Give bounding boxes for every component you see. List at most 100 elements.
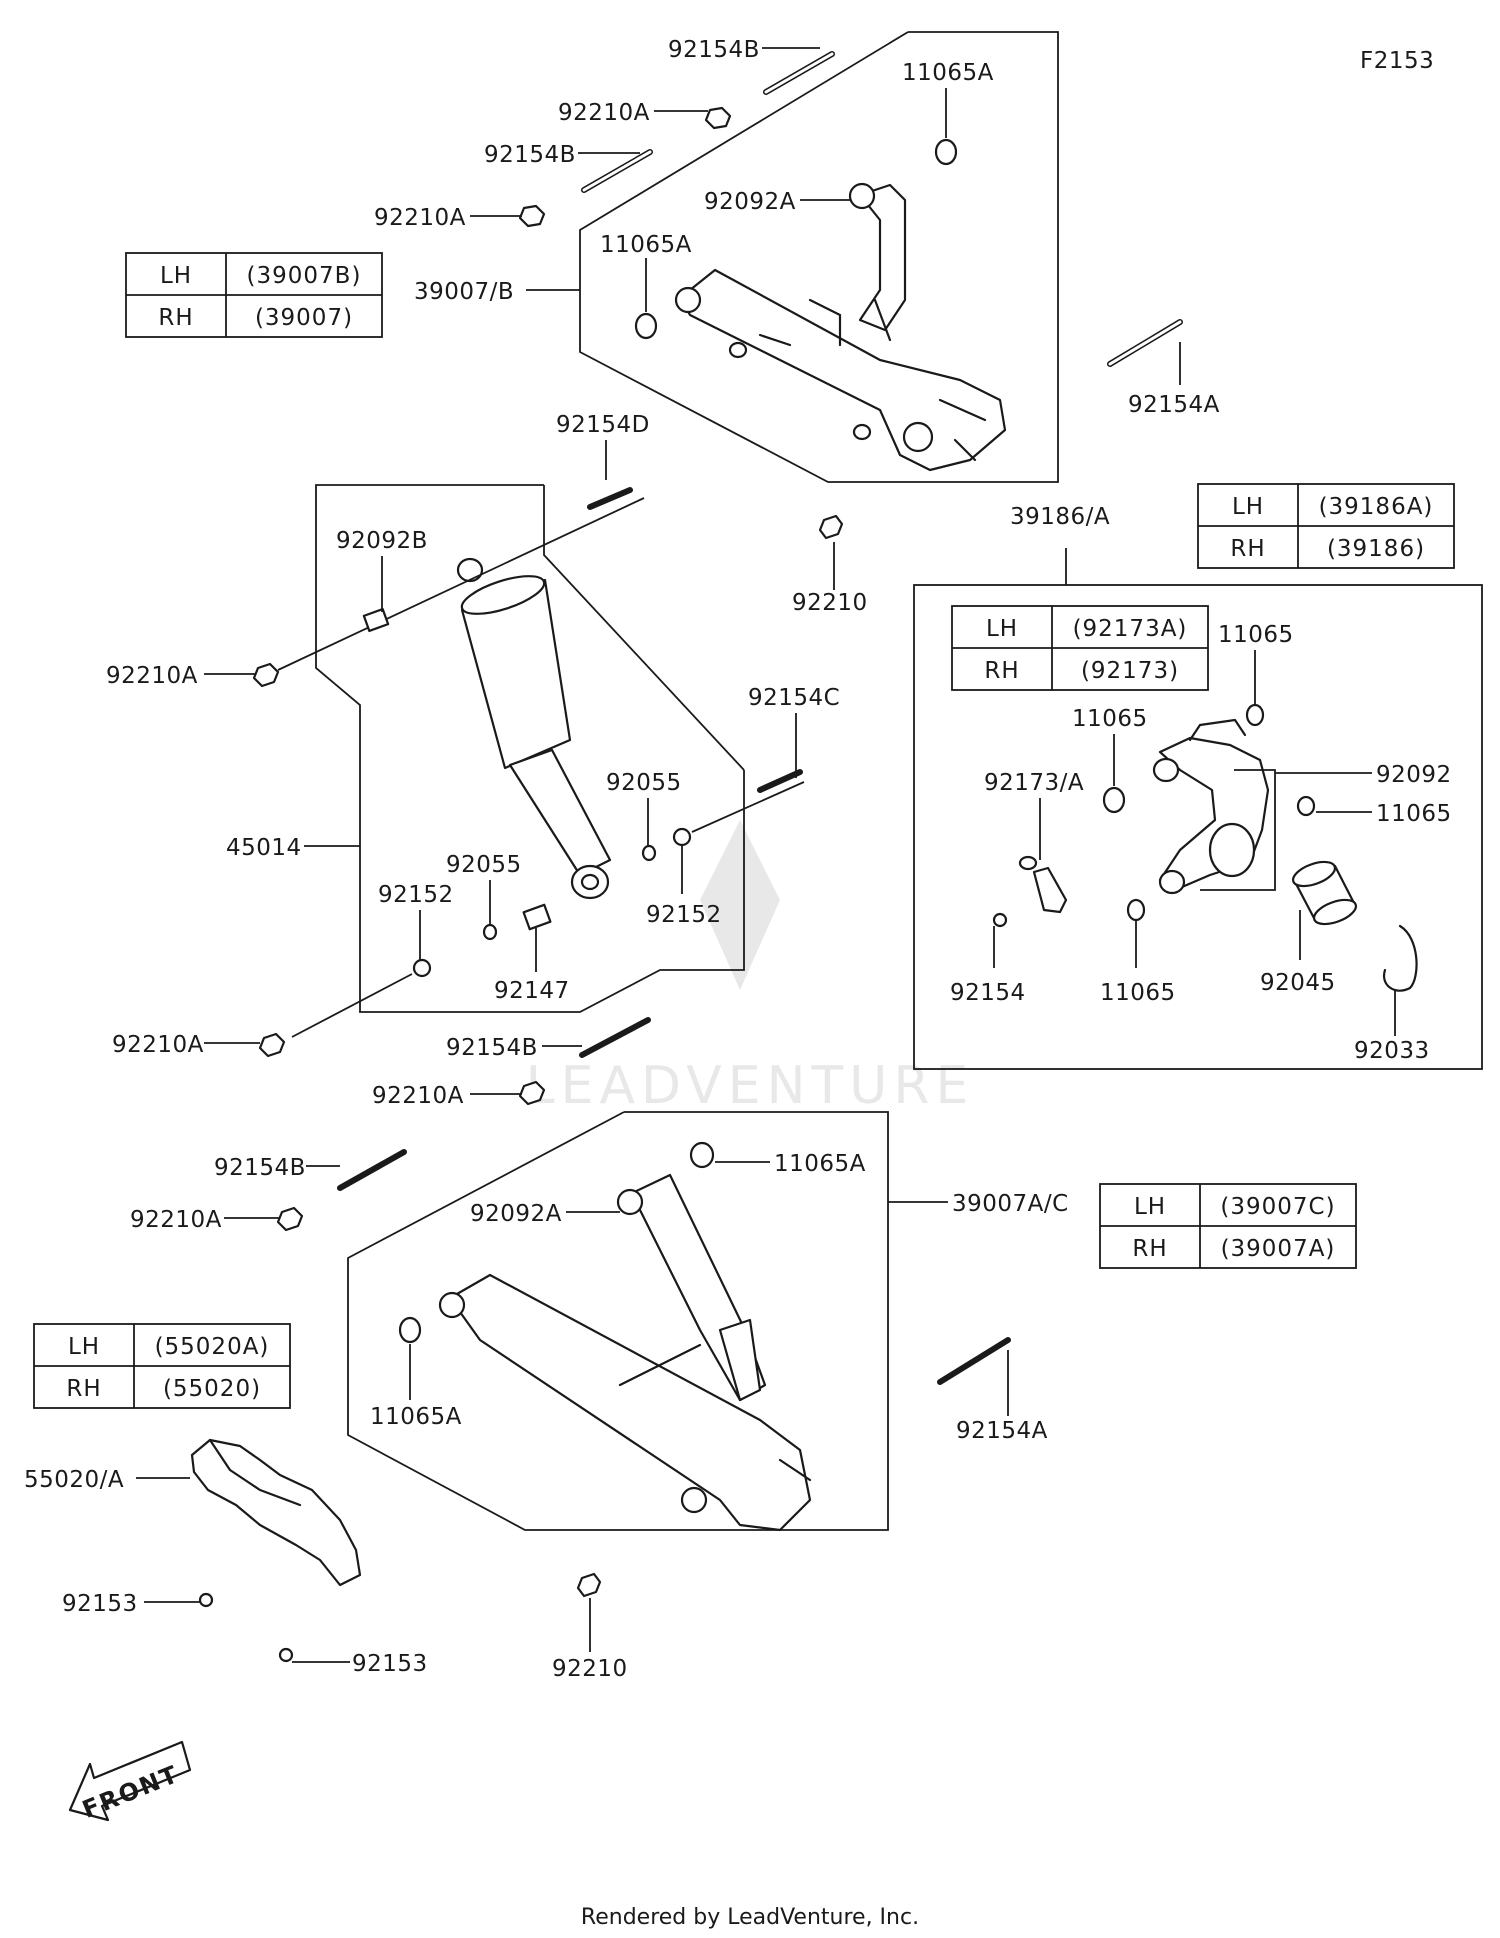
lh-rh-table: LH (55020A) RH (55020) <box>33 1323 291 1409</box>
skid-plate-55020 <box>190 1438 362 1587</box>
collar-92152-right <box>672 827 692 847</box>
nut-92210a-shock-bottom <box>258 1032 286 1058</box>
bearing-11065-bottom <box>1126 898 1146 922</box>
nut-92210-upper <box>818 514 844 540</box>
table-side-label: LH <box>160 263 192 289</box>
lh-rh-table: LH (92173A) RH (92173) <box>951 605 1209 691</box>
bolt-92154a-lower <box>937 1337 1011 1385</box>
lower-a-arm-part <box>438 1173 812 1532</box>
bearing-11065-top <box>1245 703 1265 727</box>
nut-92210a-second <box>518 204 546 228</box>
callout-label: 11065A <box>600 232 692 258</box>
callout-label: 92210 <box>552 1656 628 1682</box>
front-arrow-icon: FRONT <box>68 1740 192 1824</box>
callout-label: 11065 <box>1376 801 1452 827</box>
lh-rh-table: LH (39007B) RH (39007) <box>125 252 383 338</box>
watermark-text: LEADVENTURE <box>526 1056 975 1116</box>
callout-label: 92154B <box>668 37 760 63</box>
watermark-logo-icon <box>700 820 780 990</box>
callout-label: 92055 <box>446 852 522 878</box>
bolt-92154d <box>587 487 633 510</box>
nut-92210a-mid <box>518 1080 546 1106</box>
table-side-label: RH <box>984 658 1019 684</box>
callout-label: 92154A <box>1128 392 1220 418</box>
callout-label: 92154 <box>950 980 1026 1006</box>
hub-bearing-92045 <box>1291 860 1358 926</box>
shock-group-outline <box>315 484 745 1013</box>
upper-arm-group-outline <box>579 31 1059 483</box>
bearing-11065-mid <box>1102 786 1126 814</box>
bolt-92154b-lower <box>337 1149 407 1191</box>
callout-label: 92210A <box>130 1207 222 1233</box>
knuckle-group <box>913 548 1483 1070</box>
circlip-92033 <box>1382 924 1418 992</box>
table-side-label: LH <box>1134 1194 1166 1220</box>
upper-a-arm-group <box>518 31 1183 483</box>
table-part-number: (39007C) <box>1220 1194 1335 1220</box>
callout-label: 11065 <box>1072 706 1148 732</box>
leader-lines <box>136 47 1396 1663</box>
callout-label: 11065 <box>1100 980 1176 1006</box>
callout-label: 92152 <box>378 882 454 908</box>
callout-label: 92210A <box>558 100 650 126</box>
callout-label: 92033 <box>1354 1038 1430 1064</box>
bushing-11065a-upper-left <box>634 312 658 340</box>
bushing-11065a-upper <box>934 138 958 166</box>
callout-label: 45014 <box>226 835 302 861</box>
table-side-label: RH <box>1230 536 1265 562</box>
table-side-label: RH <box>158 305 193 331</box>
nut-92210-lower <box>576 1572 602 1598</box>
callout-label: 92152 <box>646 902 722 928</box>
callout-label: 11065A <box>774 1151 866 1177</box>
bolt-92154b-mid <box>579 1017 651 1058</box>
table-part-number: (39007) <box>255 305 353 331</box>
callout-label: 39186/A <box>1010 504 1110 530</box>
table-side-label: LH <box>986 616 1018 642</box>
table-side-label: LH <box>1232 494 1264 520</box>
sleeve-92147 <box>522 903 552 931</box>
seal-92055-left <box>482 923 498 941</box>
table-part-number: (55020) <box>163 1376 261 1402</box>
lh-rh-table: LH (39186A) RH (39186) <box>1197 483 1455 569</box>
callout-label: 92210 <box>792 590 868 616</box>
callout-label: 92045 <box>1260 970 1336 996</box>
callout-label: 92154C <box>748 685 840 711</box>
clip-92153-top <box>198 1592 214 1608</box>
callout-label: 11065 <box>1218 622 1294 648</box>
seal-92055-right <box>641 844 657 862</box>
nut-92210a-shock-top <box>252 662 280 688</box>
table-part-number: (92173) <box>1081 658 1179 684</box>
collar-92092b <box>362 607 390 633</box>
nut-92210a-top <box>704 106 732 130</box>
upper-a-arm-part <box>674 182 1007 472</box>
callout-label: 92153 <box>62 1591 138 1617</box>
bolt-92154-knuckle <box>992 912 1008 928</box>
lower-a-arm-group <box>276 1111 1011 1598</box>
bushing-11065a-lower-left <box>398 1316 422 1344</box>
callout-label: 92154D <box>556 412 650 438</box>
bushing-11065a-lower-top <box>689 1141 715 1169</box>
shock-absorber-group <box>252 484 844 1058</box>
shock-absorber-part <box>456 557 612 900</box>
table-side-label: RH <box>1132 1236 1167 1262</box>
callout-label: 92210A <box>106 663 198 689</box>
callout-label: 92154A <box>956 1418 1048 1444</box>
watermark: LEADVENTURE <box>526 820 975 1116</box>
callout-label: 55020/A <box>24 1467 124 1493</box>
callout-label: 92154B <box>446 1035 538 1061</box>
callout-label: 92210A <box>112 1032 204 1058</box>
bearing-11065-right <box>1296 795 1316 817</box>
callout-label: 92153 <box>352 1651 428 1677</box>
callout-label: 92092A <box>704 189 796 215</box>
knuckle-group-outline <box>913 584 1483 1070</box>
table-part-number: (39186A) <box>1319 494 1434 520</box>
callout-label: 92210A <box>372 1083 464 1109</box>
callout-label: 11065A <box>902 60 994 86</box>
nut-92210a-lower <box>276 1206 304 1232</box>
callout-label: 92092 <box>1376 762 1452 788</box>
lower-arm-group-outline <box>347 1111 889 1531</box>
collar-92152-left <box>412 958 432 978</box>
callout-label: 11065A <box>370 1404 462 1430</box>
clip-92153-bottom <box>278 1647 294 1663</box>
